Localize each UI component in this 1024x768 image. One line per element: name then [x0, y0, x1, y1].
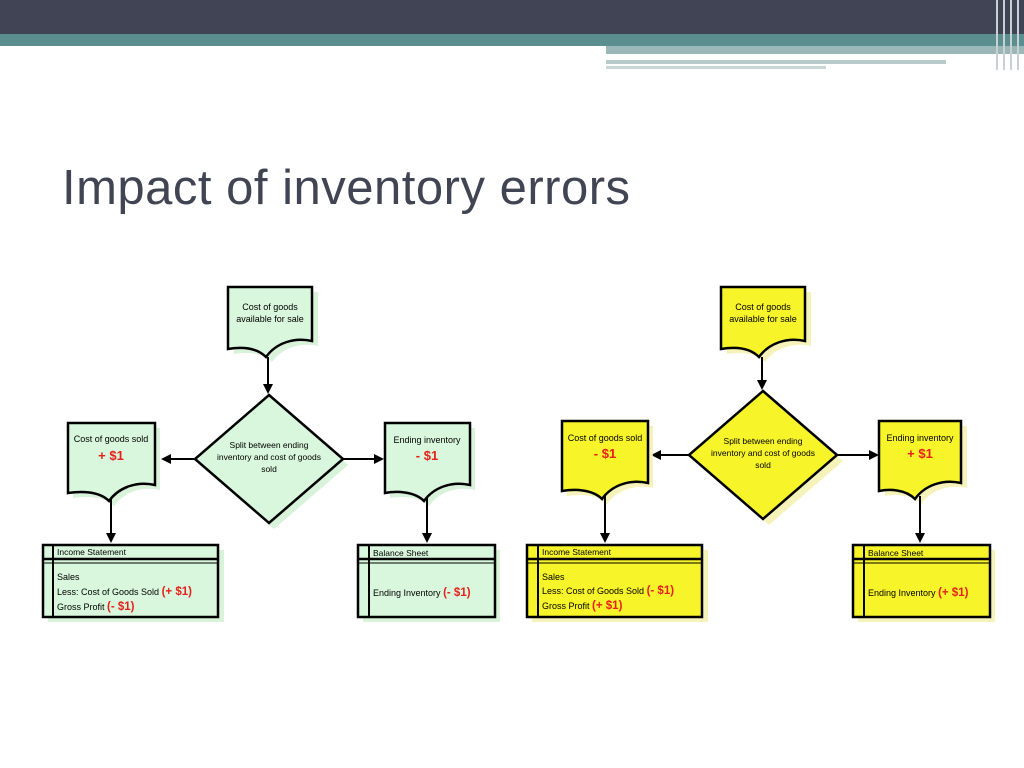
- right-split-text-1: Split between ending: [724, 436, 803, 446]
- right-available-doc: Cost of goods available for sale: [719, 285, 811, 362]
- diagram-right: Cost of goods available for sale Split b…: [525, 285, 995, 622]
- left-balance-sheet: Balance Sheet Ending Inventory (- $1): [356, 543, 500, 622]
- left-balance-title: Balance Sheet: [373, 548, 429, 558]
- right-income-statement: Income Statement Sales Less: Cost of Goo…: [525, 543, 708, 622]
- right-balance-sheet: Balance Sheet Ending Inventory (+ $1): [851, 543, 995, 622]
- right-income-less: Less: Cost of Goods Sold (- $1): [542, 585, 674, 597]
- left-available-doc: Cost of goods available for sale: [226, 285, 318, 362]
- right-income-gross: Gross Profit (+ $1): [542, 600, 623, 612]
- right-ending-label: Ending inventory: [886, 433, 954, 443]
- left-cogs-label: Cost of goods sold: [74, 434, 149, 444]
- left-income-less: Less: Cost of Goods Sold (+ $1): [57, 586, 192, 598]
- right-income-sales: Sales: [542, 572, 565, 582]
- diagram-left: Cost of goods available for sale Split b…: [41, 285, 500, 622]
- left-income-statement: Income Statement Sales Less: Cost of Goo…: [41, 543, 224, 622]
- right-ending-doc: Ending inventory + $1: [877, 419, 967, 504]
- header-vline-1: [996, 0, 998, 70]
- left-ending-label: Ending inventory: [393, 435, 461, 445]
- right-ending-value: + $1: [907, 446, 933, 461]
- header-vline-2: [1003, 0, 1005, 70]
- right-split-text-2: inventory and cost of goods: [711, 448, 815, 458]
- left-cogs-doc: Cost of goods sold + $1: [66, 421, 160, 506]
- slide-header-bar: [0, 0, 1024, 34]
- right-balance-title: Balance Sheet: [868, 548, 924, 558]
- left-split-text-2: inventory and cost of goods: [217, 452, 321, 462]
- slide-header-accent: [0, 34, 1024, 46]
- left-split-diamond: Split between ending inventory and cost …: [193, 393, 348, 529]
- left-ending-doc: Ending inventory - $1: [383, 421, 475, 506]
- header-vline-4: [1017, 0, 1019, 70]
- header-vline-3: [1010, 0, 1012, 70]
- right-cogs-label: Cost of goods sold: [568, 433, 643, 443]
- left-ending-value: - $1: [416, 448, 438, 463]
- right-split-text-3: sold: [755, 460, 771, 470]
- right-split-diamond: Split between ending inventory and cost …: [687, 389, 843, 525]
- right-available-text-2: available for sale: [729, 314, 797, 324]
- left-balance-line: Ending Inventory (- $1): [373, 587, 471, 599]
- header-accent-bar-3: [606, 66, 826, 69]
- slide-title: Impact of inventory errors: [62, 161, 631, 215]
- right-income-title: Income Statement: [542, 547, 612, 557]
- left-available-text-2: available for sale: [236, 314, 304, 324]
- left-income-gross: Gross Profit (- $1): [57, 601, 135, 613]
- left-split-text-1: Split between ending: [230, 440, 309, 450]
- left-available-text-1: Cost of goods: [242, 302, 298, 312]
- left-cogs-value: + $1: [98, 448, 124, 463]
- right-available-text-1: Cost of goods: [735, 302, 791, 312]
- header-accent-bar-1: [606, 46, 1024, 54]
- right-cogs-value: - $1: [594, 446, 616, 461]
- left-split-text-3: sold: [261, 464, 277, 474]
- left-income-sales: Sales: [57, 572, 80, 582]
- left-income-title: Income Statement: [57, 547, 127, 557]
- right-cogs-doc: Cost of goods sold - $1: [560, 419, 653, 504]
- header-accent-bar-2: [606, 60, 946, 64]
- right-balance-line: Ending Inventory (+ $1): [868, 587, 969, 599]
